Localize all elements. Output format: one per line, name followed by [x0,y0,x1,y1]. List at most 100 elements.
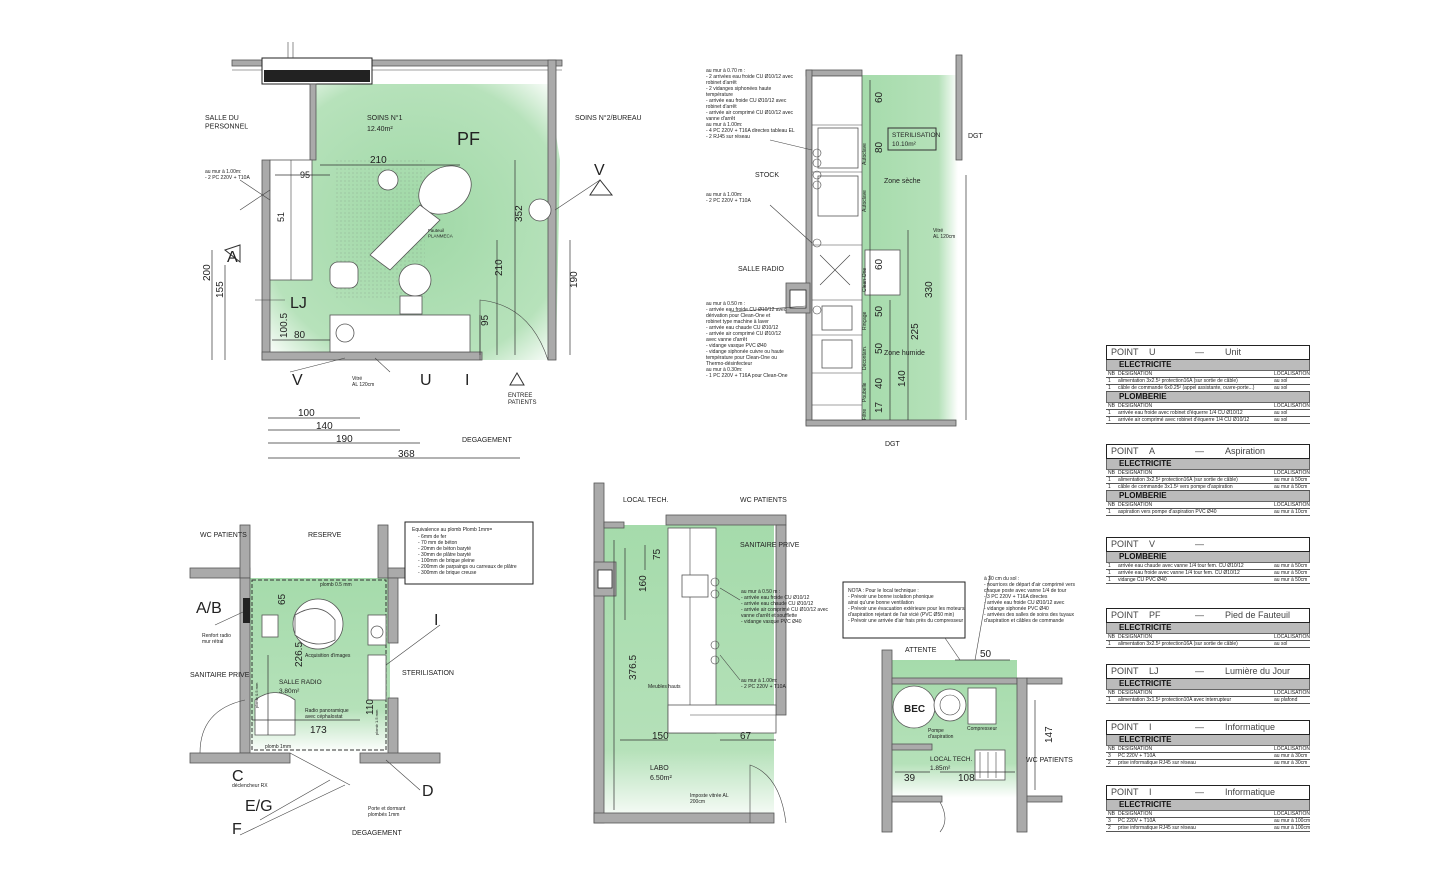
cell-nb: NB [1108,690,1115,696]
cell-nb: 1 [1108,417,1111,423]
cell-nb: 1 [1108,477,1111,483]
point-table-section: ELECTRICITE [1106,459,1310,470]
p1-soins1-area: 12.40m² [367,126,393,133]
point-table-dash: — [1195,787,1204,797]
p2-note1: au mur à 0.70 m :- 2 arrivées eau froide… [706,68,795,140]
p5-local-tech: LOCAL TECH. [930,756,972,763]
p5-note-box: NOTA : Pour le local technique :- Prévoi… [848,588,965,624]
p4-local-tech: LOCAL TECH. [623,497,669,504]
p2-dim-50: 50 [874,305,885,317]
p1-dim-80: 80 [294,330,306,341]
p5-compresseur: Compresseur [967,726,997,732]
p4-meubles: Meubles hauts [648,684,681,690]
point-table-dash: — [1195,722,1204,732]
cell-nb: 3 [1108,818,1111,824]
cell-des: alimentation 3x2.5² protection16A (sur s… [1118,378,1238,384]
cell-des: arrivée eau froide avec robinet d'équerr… [1118,410,1243,416]
cell-nb: NB [1108,634,1115,640]
p1-dim-95b: 95 [480,314,491,326]
cell-nb: 1 [1108,410,1111,416]
p1-dim-190b: 190 [336,434,353,445]
point-table-title: Informatique [1225,787,1276,797]
p3-plomb-top: plomb 0.5 mm [320,582,352,588]
p3-dim-65: 65 [277,593,288,605]
point-table-row: 1 arrivée eau froide avec robinet d'équer… [1106,410,1310,417]
p1-dim-200: 200 [202,264,213,281]
p2-label-autoclave1: Autoclave [862,143,868,165]
point-table-section: PLOMBERIE [1106,552,1310,563]
p2-dim-50b: 50 [874,342,885,354]
cell-des: DESIGNATION [1118,746,1153,752]
cell-loc: LOCALISATION [1274,371,1310,377]
p5-attente: ATTENTE [905,647,937,654]
p3-salle-radio-area: 3.80m² [279,688,300,695]
p1-dim-210b: 210 [494,259,505,276]
p1-note: au mur à 1.00m:- 2 PC 220V + T10A [205,169,250,181]
p2-salle-radio: SALLE RADIO [738,266,784,273]
p3-plomb-bottom: plomb 1mm [265,744,291,750]
cell-nb: 2 [1108,825,1111,831]
p4-note2: au mur à 1.00m:- 2 PC 220V + T10A [741,678,786,690]
p4-dim-67: 67 [740,731,752,742]
p2-dim-140: 140 [897,370,908,387]
p4-wc: WC PATIENTS [740,497,787,504]
p3-equiv: - 6mm de fer- 70 mm de béton- 20mm de bé… [418,534,517,576]
p2-label-rincage: Rinçage [862,311,868,330]
p1-dim-95: 95 [300,170,310,180]
p3-wc: WC PATIENTS [200,532,247,539]
point-table-section: ELECTRICITE [1106,800,1310,811]
p1-letter-lj: LJ [290,295,307,312]
sink-v-icon [528,198,552,222]
p2-dim-60: 60 [874,91,885,103]
cell-nb: 3 [1108,753,1111,759]
cell-des: câble de commande 3x1.5² vers pompe d'as… [1118,484,1233,490]
cell-nb: NB [1108,811,1115,817]
p3-dim-226-5: 226.5 [294,642,305,667]
point-table-title: Aspiration [1225,446,1266,456]
cell-loc: au sol [1274,417,1288,423]
p3-salle-radio: SALLE RADIO [279,679,322,686]
p3-letter-f: F [232,821,242,838]
p1-dim-190: 190 [569,271,580,288]
cell-nb: 1 [1108,378,1111,384]
cell-loc: au plafond [1274,697,1298,703]
p4-labo: LABO [650,765,669,772]
p2-dim-40: 40 [874,377,885,389]
p4-sanitaire: SANITAIRE PRIVE [740,542,800,549]
p4-dim-160: 160 [638,575,649,592]
p1-dim-100: 100 [298,408,315,419]
cell-nb: 1 [1108,577,1111,583]
cell-loc: au mur à 30cm [1274,753,1308,759]
p4-dim-376-5: 376.5 [628,655,639,680]
p5-bec: BEC [904,704,925,715]
point-table-dash: — [1195,610,1204,620]
p1-dim-155: 155 [215,281,226,298]
p3-letter-d: D [422,783,434,800]
point-table-title: Informatique [1225,722,1276,732]
cell-loc: au mur à 50cm [1274,484,1308,490]
p3-acquisition: Acquisition d'images [305,653,351,659]
